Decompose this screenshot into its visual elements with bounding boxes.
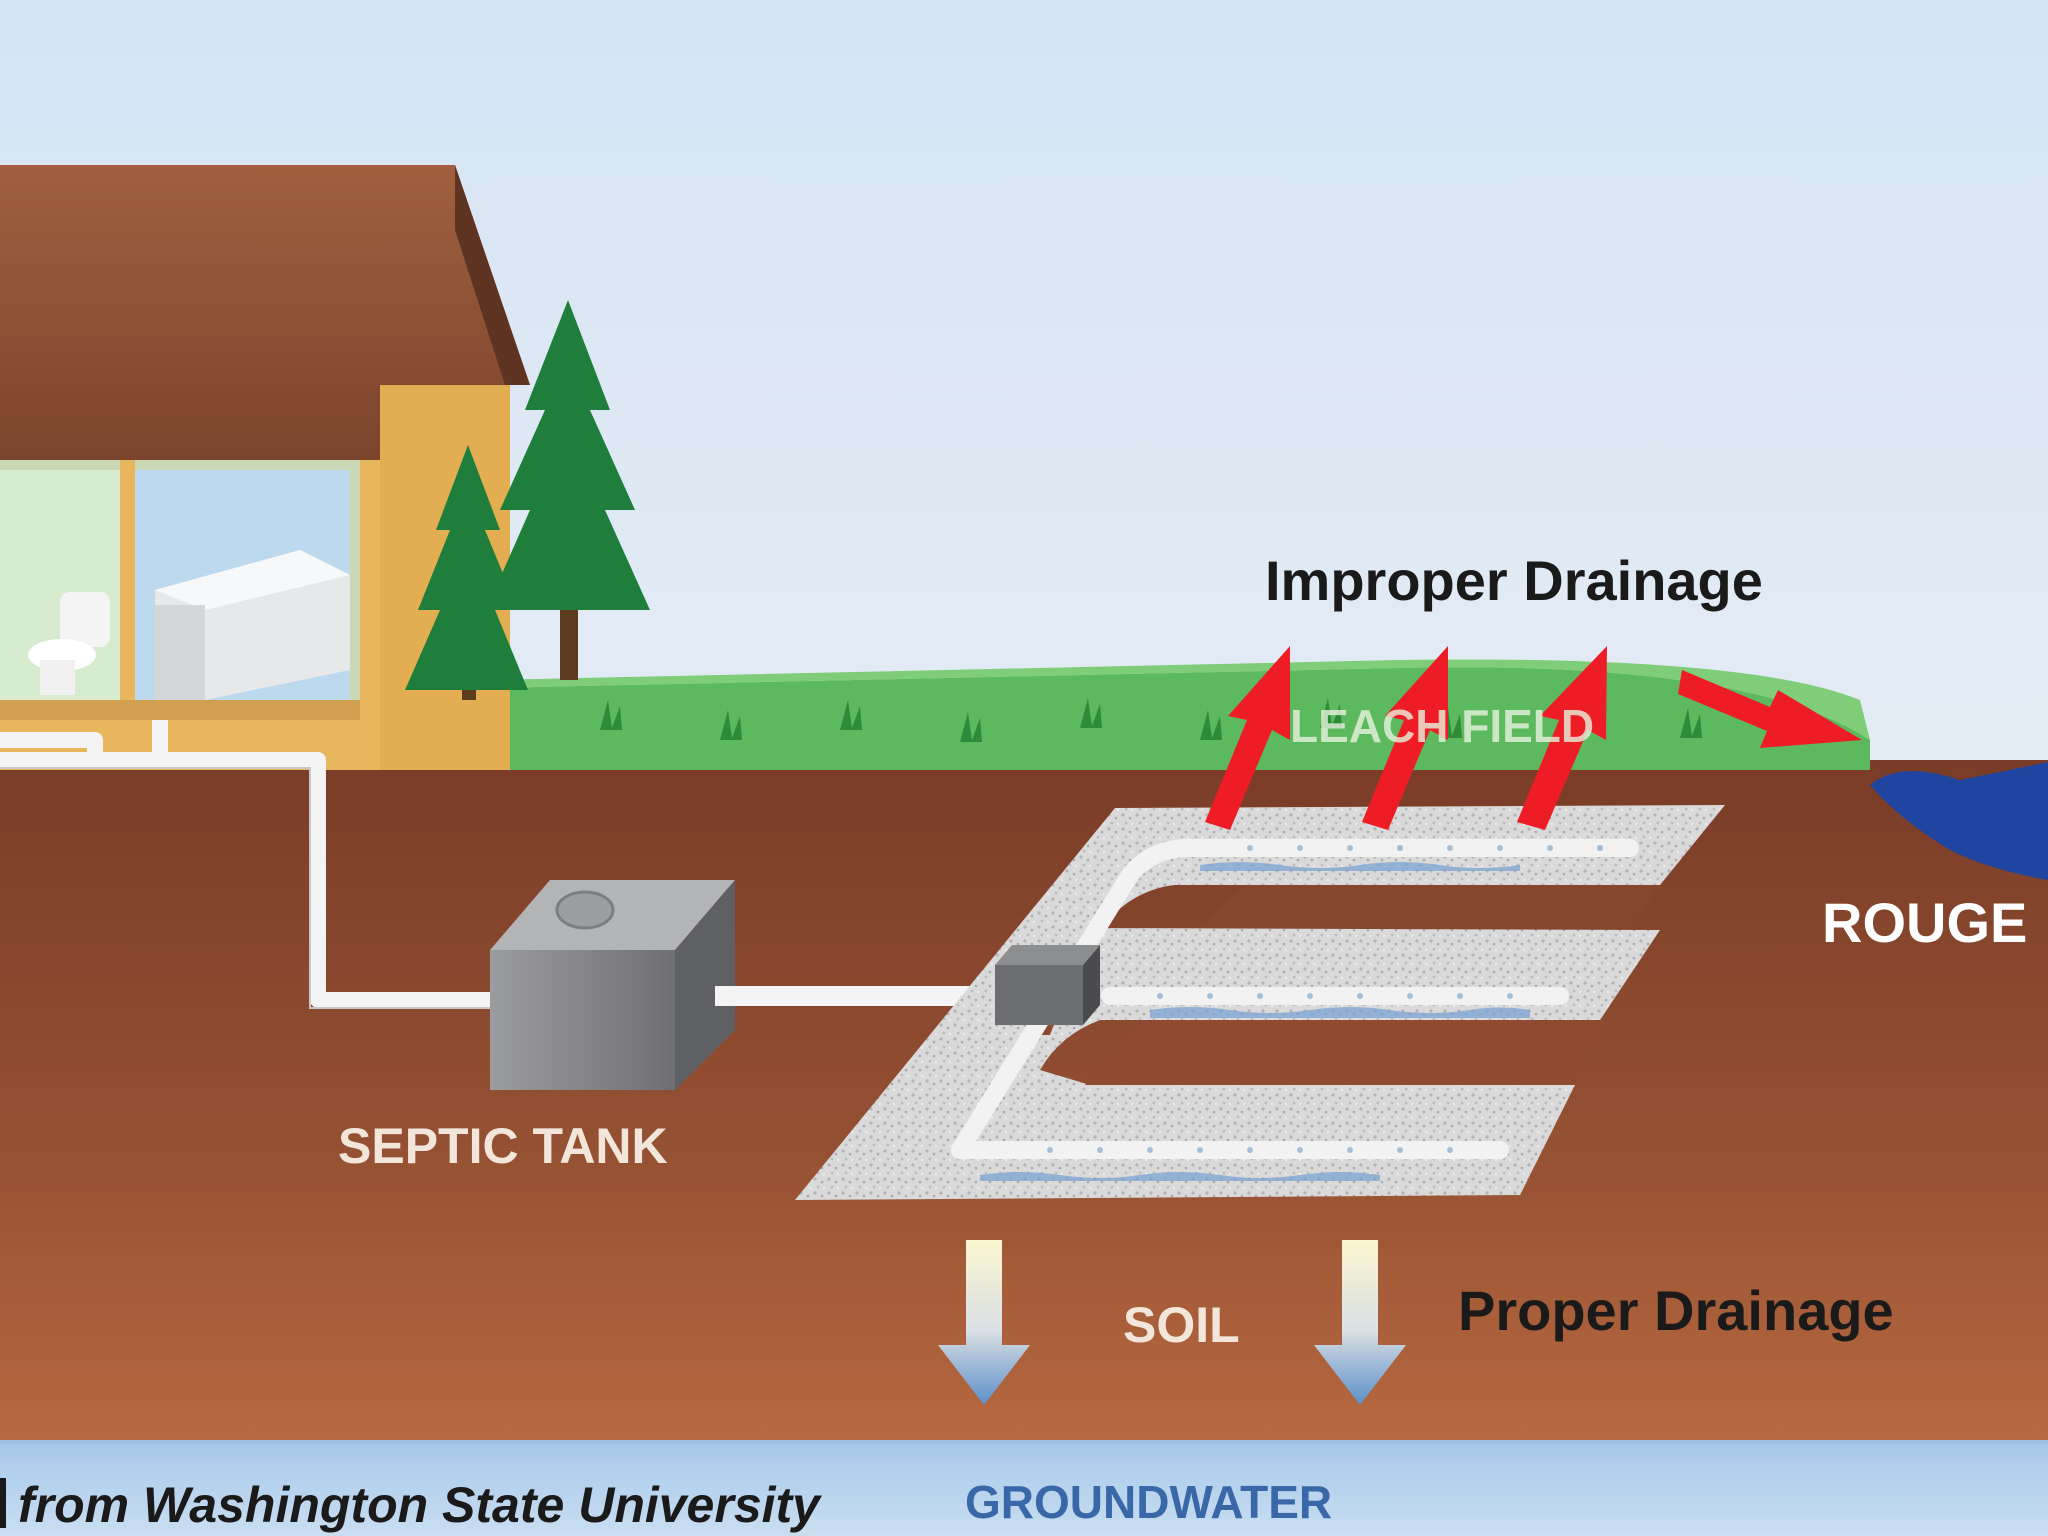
- grass-highlight: [400, 659, 1870, 740]
- lateral-holes: [1047, 845, 1603, 1153]
- leach-field-label: LEACH FIELD: [1290, 700, 1594, 752]
- river-rouge: [1870, 762, 2048, 880]
- washing-machine-icon: [155, 550, 350, 700]
- credit-cut-mark: [0, 1478, 6, 1528]
- credit-caption: from Washington State University: [18, 1477, 822, 1533]
- septic-tank-label: SEPTIC TANK: [338, 1118, 668, 1174]
- septic-tank-icon: [490, 880, 735, 1090]
- pipe-icon: [0, 720, 490, 1008]
- effluent-water: [980, 862, 1530, 1181]
- proper-drainage-arrows: [938, 1240, 1406, 1405]
- arrow-icon: [1362, 646, 1448, 830]
- river-label: ROUGE: [1822, 891, 2027, 954]
- groundwater-label: GROUNDWATER: [965, 1476, 1332, 1528]
- groundwater-layer: [0, 1443, 2048, 1536]
- improper-drainage-arrows: [1205, 646, 1862, 830]
- grass-strip: [340, 667, 1870, 770]
- distribution-box-icon: [995, 945, 1100, 1025]
- arrow-icon: [1205, 646, 1290, 830]
- toilet-icon: [28, 592, 110, 695]
- pipe-outline: [0, 767, 490, 1009]
- soil-label: SOIL: [1123, 1297, 1240, 1353]
- arrow-icon: [1517, 646, 1607, 830]
- pine-tree-icon: [405, 300, 650, 700]
- arrow-icon: [1678, 670, 1862, 748]
- proper-drainage-label: Proper Drainage: [1458, 1279, 1894, 1342]
- improper-drainage-label: Improper Drainage: [1265, 549, 1763, 612]
